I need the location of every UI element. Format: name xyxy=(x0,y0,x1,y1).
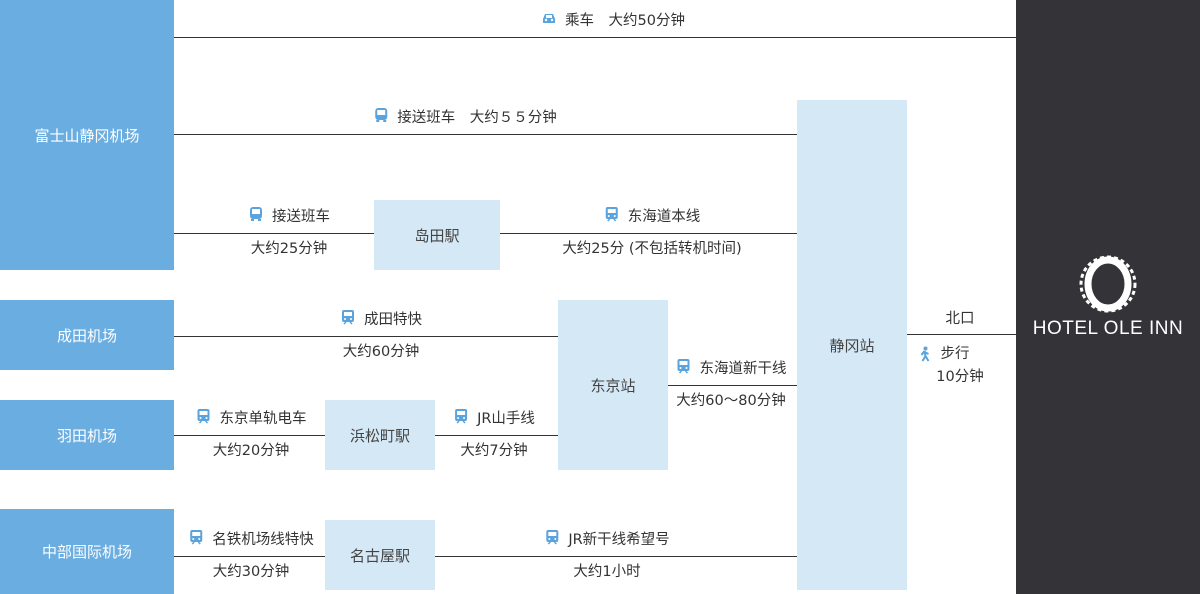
station-shimada: 岛田駅 xyxy=(374,200,500,270)
route-duration: 大约60～80分钟 xyxy=(676,393,786,409)
train-icon xyxy=(340,309,356,330)
train-icon xyxy=(676,358,692,379)
route-duration: 大约1小时 xyxy=(573,564,641,580)
route-duration: 大约60分钟 xyxy=(342,344,420,360)
north-exit-label: 北口 xyxy=(945,311,975,327)
route-name: 乘车 大约50分钟 xyxy=(565,12,685,29)
route-label: 东京单轨电车 xyxy=(196,408,307,429)
route-name: 东京单轨电车 xyxy=(219,410,307,427)
train-icon xyxy=(544,529,560,550)
route-name: 接送班车 大约５５分钟 xyxy=(397,109,557,126)
station-hamamatsucho: 浜松町駅 xyxy=(325,400,435,470)
route-name: JR山手线 xyxy=(477,410,535,427)
hotel-logo xyxy=(1079,255,1137,313)
route-duration: 大约20分钟 xyxy=(212,443,290,459)
route-line xyxy=(500,233,797,234)
train-icon xyxy=(188,529,204,550)
walk-mode: 步行 xyxy=(940,346,970,362)
hotel-panel: HOTEL OLE INN xyxy=(1016,0,1200,594)
route-label: 东海道新干线 xyxy=(676,358,787,379)
hotel-name: HOTEL OLE INN xyxy=(1032,318,1184,339)
route-label: 接送班车 xyxy=(248,206,330,227)
route-line xyxy=(435,435,558,436)
route-label: 乘车 大约50分钟 xyxy=(541,10,685,31)
route-name: 成田特快 xyxy=(364,311,422,328)
route-name: JR新干线希望号 xyxy=(568,531,670,548)
route-label: 东海道本线 xyxy=(604,206,701,227)
bus-icon xyxy=(373,107,389,128)
train-icon xyxy=(196,408,212,429)
walk-label: 步行 xyxy=(917,345,970,363)
station-shizuoka: 静冈站 xyxy=(797,100,907,590)
route-duration: 大约25分 (不包括转机时间) xyxy=(562,241,742,257)
route-label: 接送班车 大约５５分钟 xyxy=(373,107,557,128)
origin-chubu-airport: 中部国际机场 xyxy=(0,509,174,594)
route-duration: 大约7分钟 xyxy=(460,443,528,459)
route-line xyxy=(174,134,797,135)
route-label: JR新干线希望号 xyxy=(544,529,670,550)
walk-line xyxy=(907,334,1016,335)
bus-icon xyxy=(248,206,264,227)
route-line xyxy=(174,435,325,436)
walk-time: 10分钟 xyxy=(936,369,984,385)
route-name: 名铁机场线特快 xyxy=(212,531,314,548)
car-icon xyxy=(541,10,557,31)
route-line xyxy=(174,336,558,337)
route-duration: 大约30分钟 xyxy=(212,564,290,580)
origin-fuji-shizuoka-airport: 富士山静冈机场 xyxy=(0,0,174,270)
origin-haneda-airport: 羽田机场 xyxy=(0,400,174,470)
train-icon xyxy=(453,408,469,429)
origin-narita-airport: 成田机场 xyxy=(0,300,174,370)
route-line xyxy=(668,385,797,386)
route-line xyxy=(435,556,797,557)
walk-icon xyxy=(920,346,930,362)
route-label: JR山手线 xyxy=(453,408,535,429)
route-name: 东海道本线 xyxy=(627,208,701,225)
route-duration: 大约25分钟 xyxy=(250,241,328,257)
train-icon xyxy=(604,206,620,227)
route-name: 东海道新干线 xyxy=(699,360,787,377)
station-tokyo: 东京站 xyxy=(558,300,668,470)
route-name: 接送班车 xyxy=(272,208,330,225)
route-line xyxy=(174,37,1016,38)
route-label: 成田特快 xyxy=(340,309,422,330)
route-label: 名铁机场线特快 xyxy=(188,529,314,550)
station-nagoya: 名古屋駅 xyxy=(325,520,435,590)
route-line xyxy=(174,233,374,234)
route-line xyxy=(174,556,325,557)
